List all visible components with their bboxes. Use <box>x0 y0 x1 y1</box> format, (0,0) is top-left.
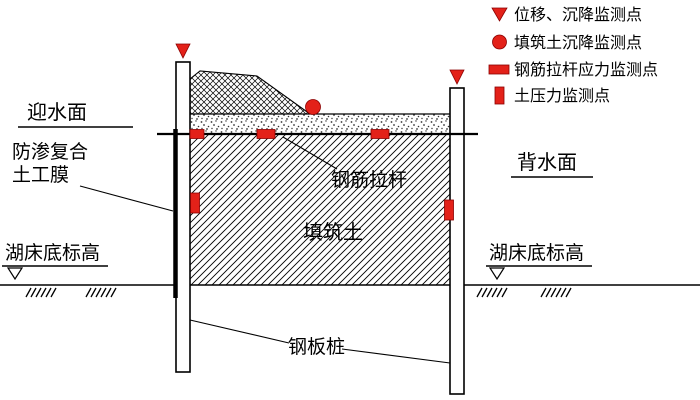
legend-item-earth-pressure: 土压力监测点 <box>514 86 610 105</box>
tie-rod-stress-marker-1-icon <box>189 129 205 139</box>
label-upstream-face: 迎水面 <box>27 100 87 124</box>
label-sheet-pile: 钢板桩 <box>288 336 345 358</box>
left-sheet-pile <box>175 61 191 373</box>
legend-inverted-triangle-icon <box>491 7 508 22</box>
earth-pressure-marker-right-icon <box>444 199 454 221</box>
label-fill-soil: 填筑土 <box>303 220 363 244</box>
right-sheet-pile <box>449 87 465 395</box>
label-geomembrane-line1: 防渗复合 <box>12 141 88 163</box>
fill-soil-region <box>190 134 450 285</box>
legend-horizontal-bar-icon <box>488 64 510 75</box>
legend-item-displacement-settlement: 位移、沉降监测点 <box>514 5 642 24</box>
gravel-band-region <box>190 114 450 134</box>
tie-rod-leader-line <box>282 136 338 170</box>
elevation-symbol-right <box>488 267 506 281</box>
tie-rod-stress-marker-2-icon <box>256 129 276 139</box>
label-geomembrane-line2: 土工膜 <box>12 164 69 186</box>
earth-pressure-marker-left-icon <box>190 192 200 214</box>
label-lakebed-elevation-left: 湖床底标高 <box>5 242 100 264</box>
displacement-marker-left-pile-icon <box>175 43 191 59</box>
label-tie-rod: 钢筋拉杆 <box>331 169 407 191</box>
sheet-pile-leader-line-right <box>341 348 451 364</box>
legend-vertical-bar-icon <box>494 86 505 105</box>
displacement-marker-right-pile-icon <box>449 69 465 85</box>
geomembrane-leader-line <box>79 185 174 212</box>
fill-settlement-marker-icon <box>305 99 321 115</box>
rockfill-berm-region <box>189 70 312 115</box>
tie-rod-stress-marker-3-icon <box>370 129 390 139</box>
legend-circle-icon <box>492 34 507 50</box>
elevation-symbol-left <box>6 267 24 281</box>
label-lakebed-elevation-right: 湖床底标高 <box>489 242 584 264</box>
ground-hatch-marks <box>25 287 572 298</box>
sheet-pile-leader-line-left <box>189 319 290 344</box>
legend-item-tie-rod-stress: 钢筋拉杆应力监测点 <box>514 60 658 79</box>
legend-item-fill-settlement: 填筑土沉降监测点 <box>514 33 642 52</box>
label-downstream-face: 背水面 <box>517 150 577 174</box>
legend: 位移、沉降监测点 填筑土沉降监测点 钢筋拉杆应力监测点 土压力监测点 <box>488 5 658 105</box>
